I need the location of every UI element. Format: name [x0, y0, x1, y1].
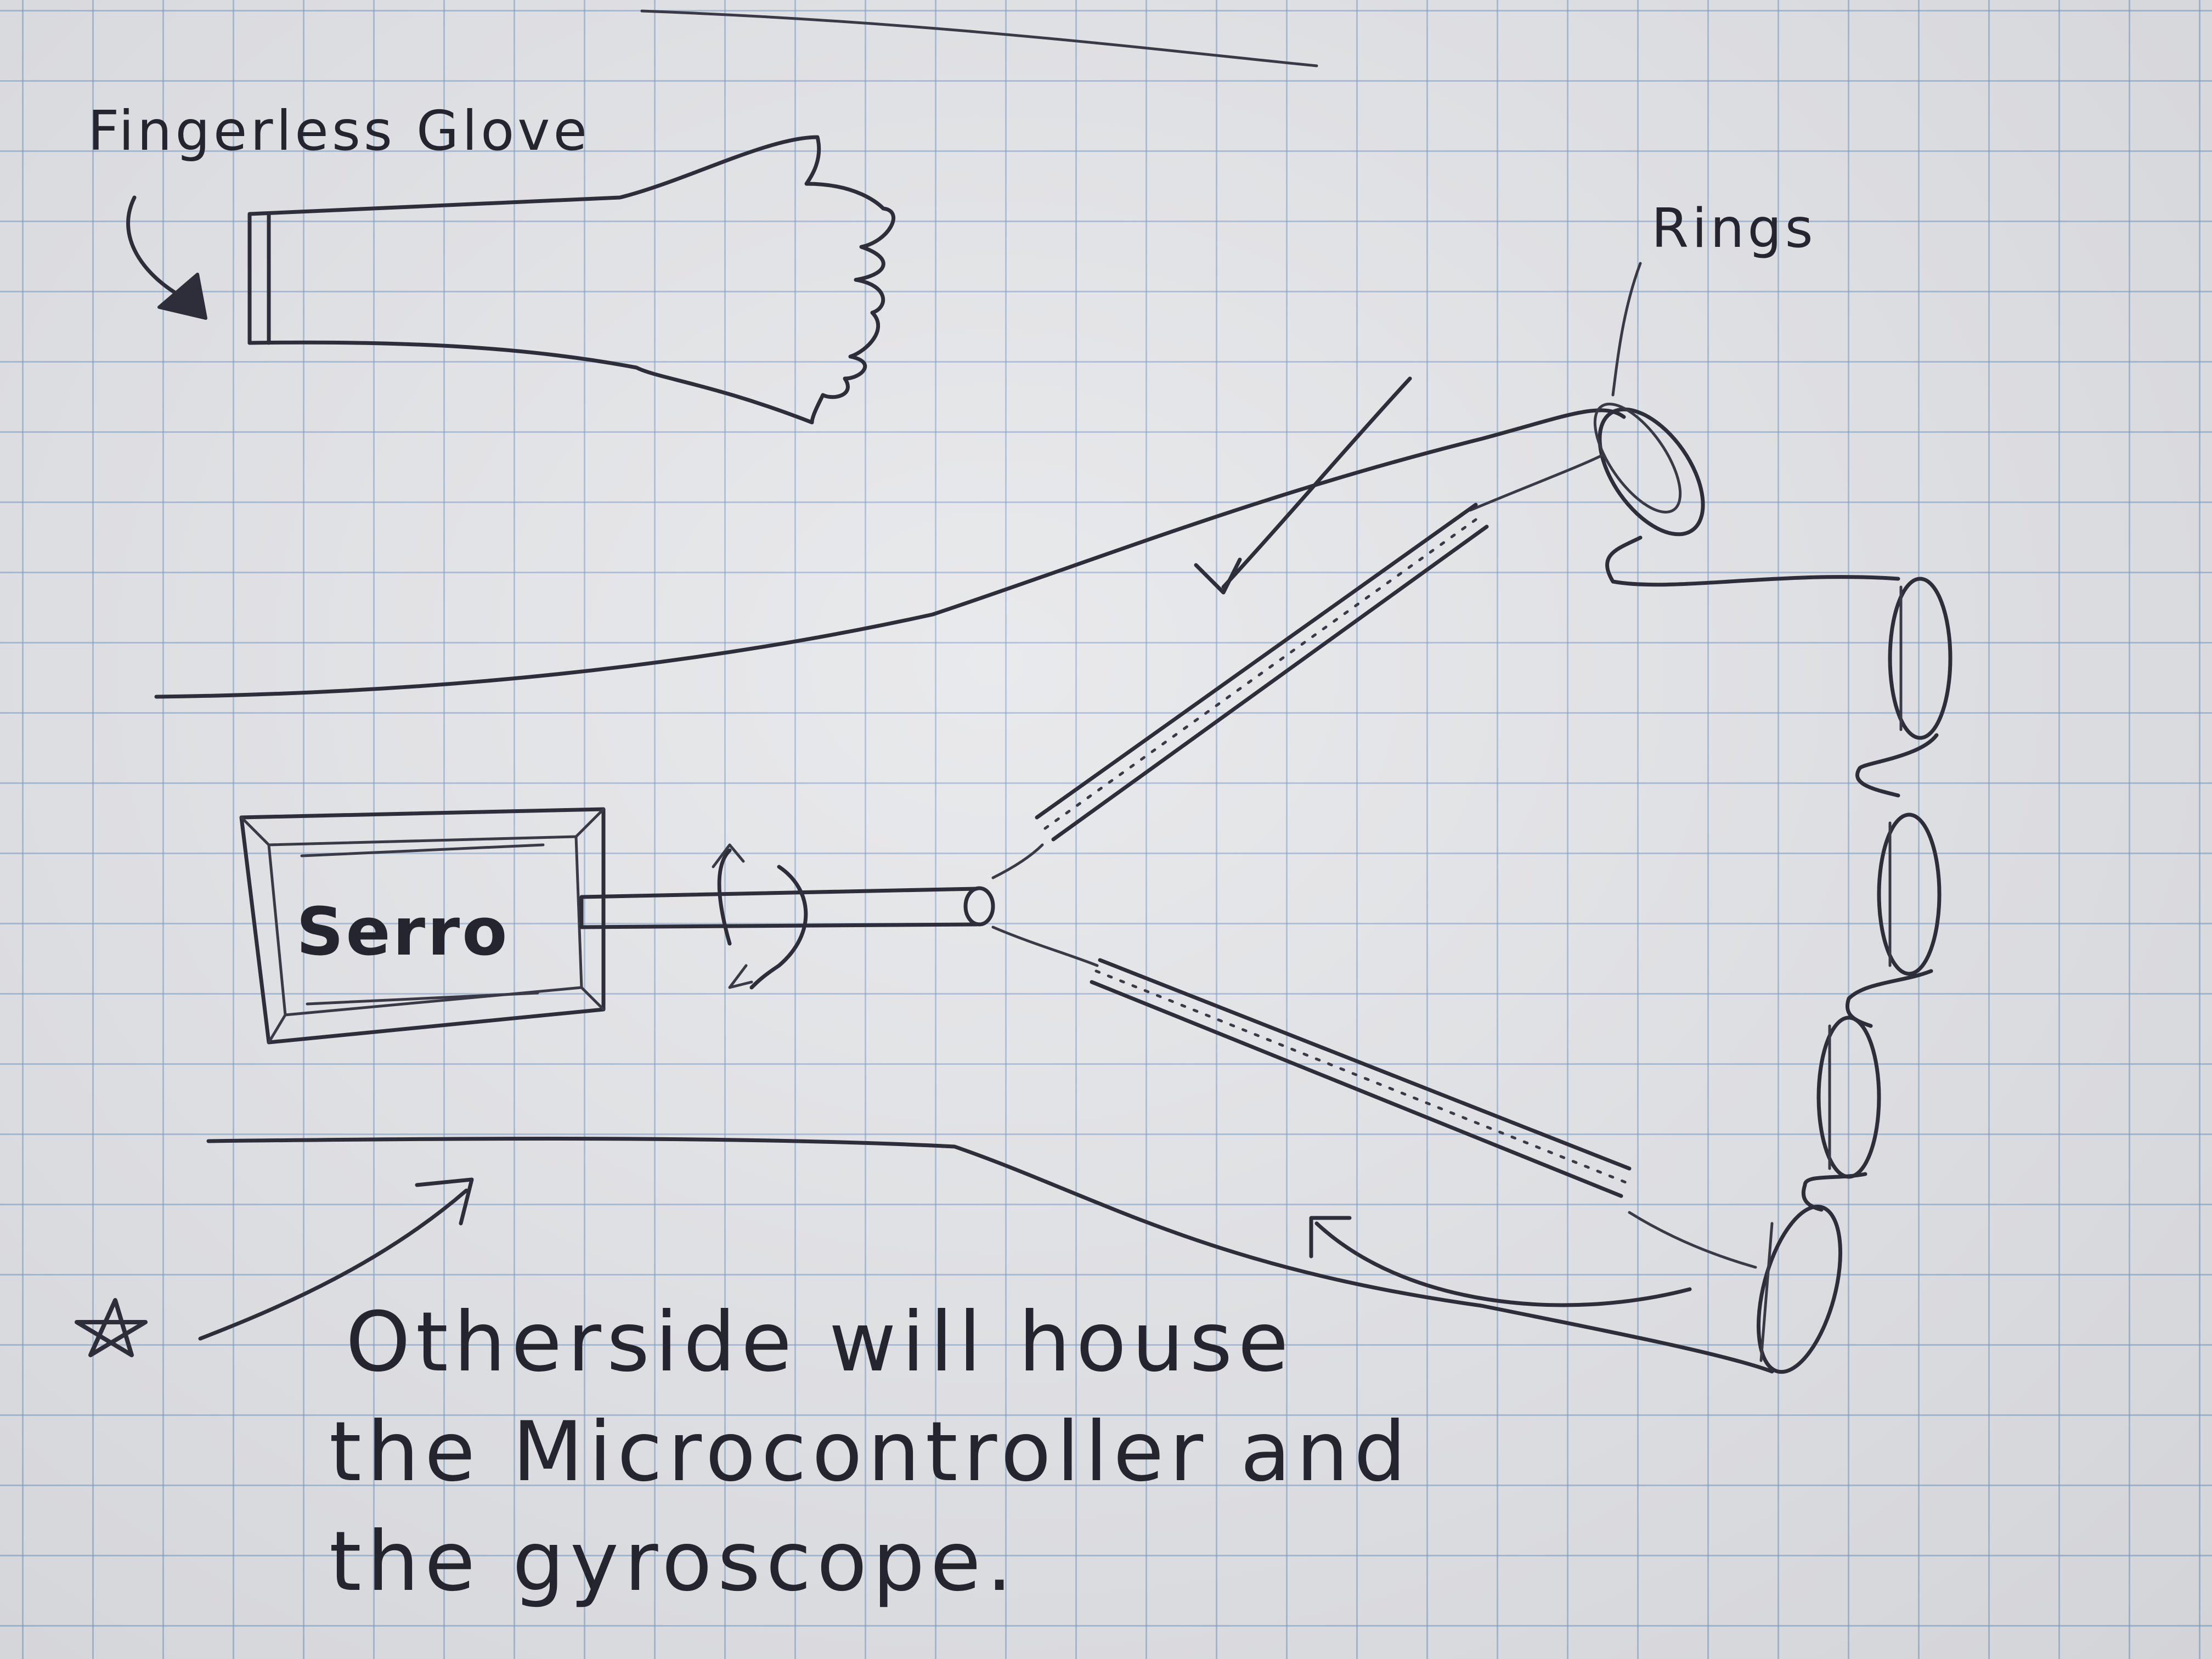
upper-pull-arrowhead — [1196, 560, 1240, 592]
lower-spring — [1092, 960, 1629, 1196]
upper-tendon-wire — [1470, 455, 1602, 510]
top-edge-line — [642, 11, 1317, 66]
star-icon — [77, 1300, 145, 1355]
upper-pull-arrow — [1223, 379, 1410, 587]
other-side-arrowhead — [417, 1180, 472, 1223]
rotation-arrowhead-bottom — [730, 966, 752, 988]
note-line-3: the gyroscope. — [329, 1514, 1018, 1610]
rings-label-pointer — [1613, 263, 1640, 395]
finger-outline — [1607, 538, 1937, 1210]
rotation-arrow — [719, 850, 806, 988]
note-line-1: Otherside will house — [346, 1295, 1294, 1390]
note-line-2: the Microcontroller and — [329, 1404, 1412, 1500]
lower-tendon-wire — [1629, 1212, 1756, 1267]
servo-label: Serro — [296, 894, 510, 970]
rotation-arrowhead-top — [713, 845, 743, 867]
glove-upper-contour — [156, 410, 1624, 697]
fingerless-glove-label: Fingerless Glove — [88, 99, 590, 163]
rings-label: Rings — [1651, 198, 1816, 260]
small-glove-outline — [250, 137, 894, 422]
lower-pull-arrow — [1317, 1223, 1690, 1305]
glove-arrowhead — [159, 274, 206, 318]
servo-shaft — [582, 889, 977, 927]
shaft-joint — [993, 845, 1097, 966]
shaft-end-cap — [966, 888, 993, 924]
glove-label-arrow — [128, 198, 181, 296]
